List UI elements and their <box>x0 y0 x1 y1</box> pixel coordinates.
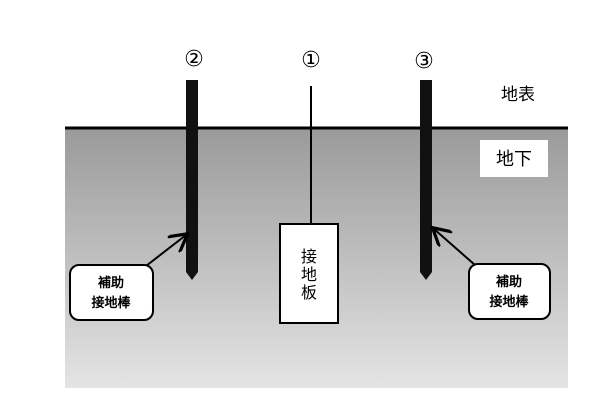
above-ground-label: 地表 <box>501 85 535 105</box>
plate-char-2: 地 <box>301 265 317 284</box>
callout-left-box <box>69 264 154 321</box>
electrode-1-label: ① <box>301 48 321 73</box>
underground-label-box <box>480 140 548 177</box>
callout-left-line2: 接地棒 <box>91 295 131 311</box>
plate-char-3: 板 <box>301 283 317 302</box>
callout-right-box <box>468 263 551 320</box>
underground-label: 地下 <box>496 149 532 170</box>
auxiliary-rod-2 <box>186 80 198 280</box>
electrode-2-label: ② <box>184 47 204 72</box>
callout-right-arrow <box>434 229 476 266</box>
callout-left-line1: 補助 <box>97 275 124 291</box>
callout-right-line1: 補助 <box>495 274 522 290</box>
grounding-plate <box>279 223 339 324</box>
auxiliary-rod-3 <box>420 80 432 280</box>
callout-left-arrow <box>145 235 186 267</box>
plate-char-1: 接 <box>301 247 317 266</box>
callout-right-line2: 接地棒 <box>489 294 529 310</box>
electrode-3-label: ③ <box>414 49 434 74</box>
